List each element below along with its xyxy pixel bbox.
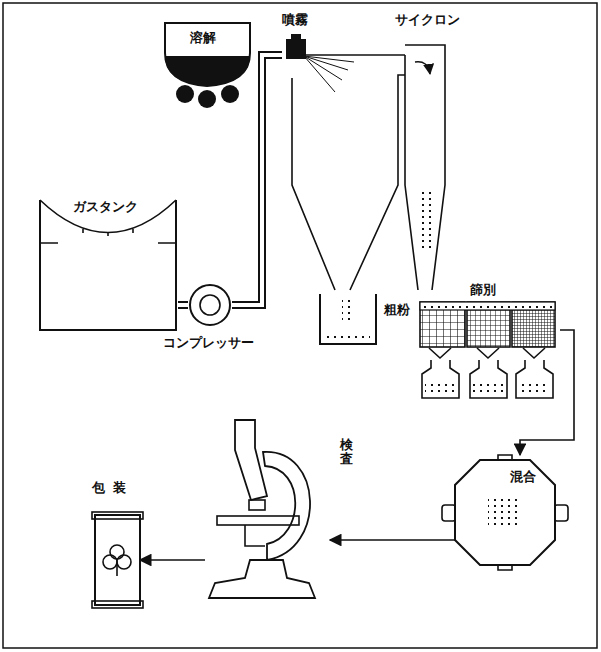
- node-label: サイクロン: [395, 12, 460, 28]
- node-label: ガスタンク: [73, 199, 138, 215]
- spray-nozzle: 噴霧: [282, 12, 310, 60]
- node-label: 篩別: [470, 282, 496, 298]
- node-label: 粗粉: [384, 302, 410, 318]
- flow-arrow: [330, 540, 455, 541]
- spray-chamber-cyclone: サイクロン: [280, 40, 450, 295]
- package: 包装: [90, 500, 145, 610]
- gas-tank-shape: [38, 195, 178, 335]
- package-shape: [90, 500, 145, 610]
- mixer: 混合: [450, 455, 560, 570]
- gas-pipe: [178, 305, 188, 306]
- sieves: 篩別: [415, 280, 560, 402]
- node-label: コンプレッサー: [163, 335, 254, 351]
- node-label: 検査: [340, 438, 353, 467]
- mixer-shape: [450, 455, 560, 570]
- compressor: コンプレッサー: [188, 283, 232, 327]
- node-label: 溶解: [190, 30, 216, 46]
- coarse-powder-bin: 粗粉: [318, 292, 378, 347]
- node-label: 混合: [510, 469, 536, 485]
- flow-arrow: [140, 560, 205, 561]
- gas-tank: ガスタンク: [38, 195, 178, 335]
- flow-arrow: [520, 330, 574, 455]
- microscope-shape: [205, 418, 330, 603]
- sieves-shape: [415, 280, 560, 402]
- microscope: 検査: [205, 418, 330, 603]
- node-label: 包装: [92, 480, 134, 496]
- melting-crucible: 溶解: [160, 18, 255, 110]
- coarse-powder-bin-shape: [318, 292, 378, 347]
- spray-chamber-cyclone-shape: [280, 40, 450, 295]
- compressor-shape: [188, 283, 232, 327]
- node-label: 噴霧: [282, 12, 308, 28]
- gas-pipe: [232, 55, 282, 305]
